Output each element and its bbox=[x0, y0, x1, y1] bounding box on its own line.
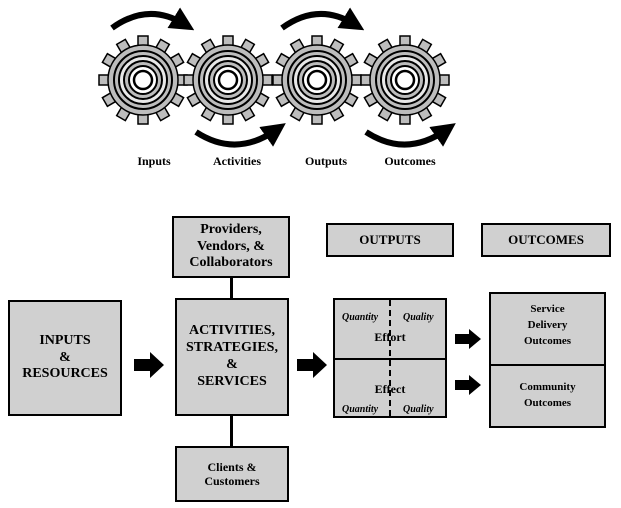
gear-icon bbox=[359, 34, 451, 126]
rotation-arrow-icon bbox=[110, 7, 195, 31]
right-arrow-icon bbox=[134, 352, 164, 378]
rotation-arrow-icon bbox=[364, 123, 456, 148]
effect-label: Effect bbox=[374, 382, 406, 396]
gear-sequence bbox=[97, 7, 456, 148]
effort-quantity-label: Quantity bbox=[342, 312, 379, 323]
outcomes-stack: Service Delivery Outcomes Community Outc… bbox=[489, 292, 606, 428]
effort-quality-label: Quality bbox=[403, 312, 434, 323]
rotation-arrow-icon bbox=[280, 7, 365, 31]
gear-icon bbox=[182, 34, 274, 126]
outcomes-divider bbox=[491, 364, 604, 366]
rotation-arrow-icon bbox=[194, 123, 286, 148]
connector-activities-clients bbox=[230, 414, 233, 448]
clients-box: Clients & Customers bbox=[175, 446, 289, 502]
gear-label-inputs: Inputs bbox=[137, 154, 171, 168]
right-arrow-icon bbox=[455, 329, 481, 349]
inputs-resources-box: INPUTS & RESOURCES bbox=[8, 300, 122, 416]
gear-icon bbox=[97, 34, 189, 126]
outputs-header: OUTPUTS bbox=[326, 223, 454, 257]
gear-label-outputs: Outputs bbox=[304, 154, 348, 168]
gear-label-outcomes: Outcomes bbox=[384, 154, 436, 168]
right-arrow-icon bbox=[455, 375, 481, 395]
gear-icon bbox=[271, 34, 363, 126]
community-outcomes: Community Outcomes bbox=[519, 381, 576, 409]
outputs-measures-box: Quantity Quality Effort Effect Quantity … bbox=[333, 298, 447, 418]
gear-label-activities: Activities bbox=[213, 154, 261, 168]
activities-box: ACTIVITIES, STRATEGIES, & SERVICES bbox=[175, 298, 289, 416]
connector-providers-activities bbox=[230, 276, 233, 300]
outputs-divider-vertical bbox=[389, 300, 391, 416]
effect-quantity-label: Quantity bbox=[342, 404, 379, 415]
service-delivery-outcomes: Service Delivery Outcomes bbox=[523, 303, 572, 347]
providers-box: Providers, Vendors, & Collaborators bbox=[172, 216, 290, 278]
outcomes-header: OUTCOMES bbox=[481, 223, 611, 257]
right-arrow-icon bbox=[297, 352, 327, 378]
effect-quality-label: Quality bbox=[403, 404, 434, 415]
effort-label: Effort bbox=[374, 330, 406, 344]
